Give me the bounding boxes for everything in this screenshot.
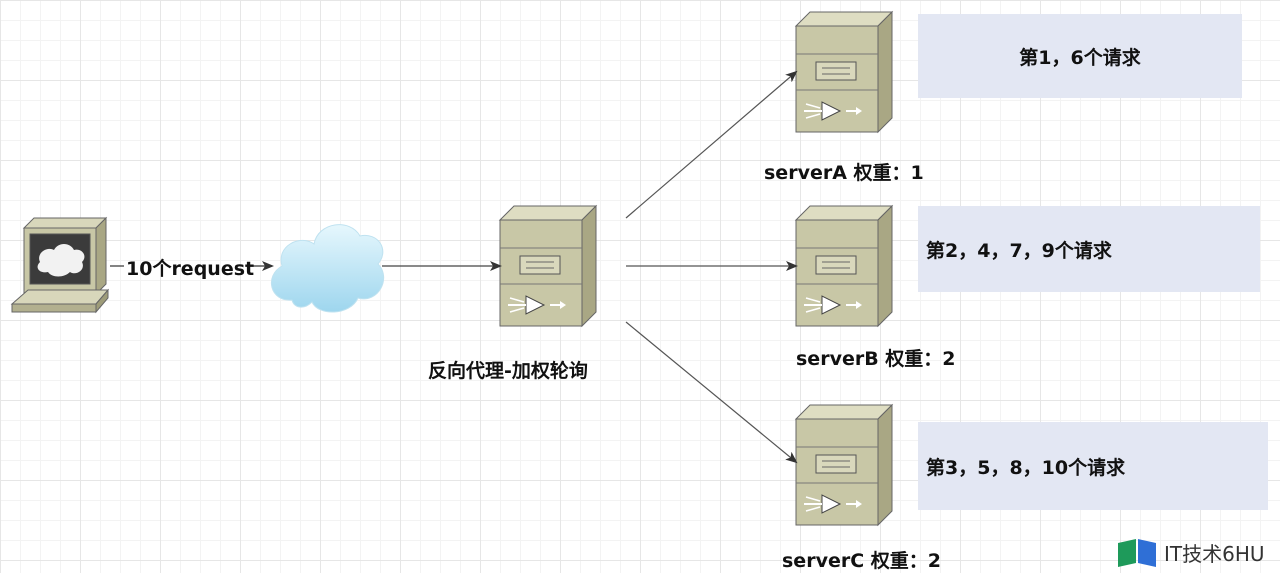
proxy-to-server-c-arrow — [625, 321, 798, 464]
request-count-label: 10个request — [126, 258, 255, 280]
server-c-note-text: 第3，5，8，10个请求 — [926, 456, 1126, 479]
client-computer-icon — [10, 216, 110, 314]
proxy-server-icon — [499, 205, 597, 327]
server-a-icon — [795, 11, 893, 133]
server-a-note-text: 第1，6个请求 — [1019, 46, 1141, 69]
server-a-label: serverA 权重：1 — [764, 162, 924, 184]
server-b-note-text: 第2，4，7，9个请求 — [926, 239, 1112, 262]
server-a-note: 第1，6个请求 — [918, 14, 1242, 98]
proxy-to-server-a-arrow — [625, 70, 798, 219]
server-b-label: serverB 权重：2 — [796, 348, 956, 370]
watermark-logo-icon — [1118, 538, 1156, 567]
server-c-icon — [795, 404, 893, 526]
server-b-icon — [795, 205, 893, 327]
proxy-label: 反向代理-加权轮询 — [428, 360, 588, 382]
server-c-note: 第3，5，8，10个请求 — [918, 422, 1268, 510]
watermark: IT技术6HU — [1118, 538, 1265, 567]
server-c-label: serverC 权重：2 — [782, 550, 941, 572]
watermark-text: IT技术6HU — [1164, 542, 1265, 566]
server-b-note: 第2，4，7，9个请求 — [918, 206, 1260, 292]
internet-cloud-icon — [271, 224, 384, 313]
